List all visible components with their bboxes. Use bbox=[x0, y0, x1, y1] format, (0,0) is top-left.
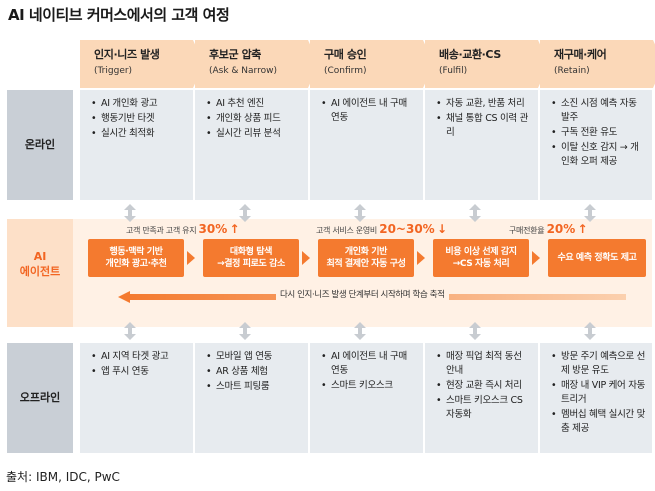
stage-title: 후보군 압축 bbox=[209, 48, 262, 61]
online-cell-confirm: AI 에이전트 내 구매 연동 bbox=[310, 90, 423, 200]
ai-step-demand-forecast: 수요 예측 정확도 제고 bbox=[548, 239, 646, 277]
online-cell-ask-narrow: AI 추천 엔진 개인화 상품 피드 실시간 리뷰 분석 bbox=[195, 90, 308, 200]
list-item: 스마트 피팅룸 bbox=[204, 380, 302, 394]
list-item: AI 개인화 광고 bbox=[89, 97, 187, 111]
list-item: 현장 교환 즉시 처리 bbox=[434, 379, 532, 393]
ai-label-line1: AI bbox=[33, 250, 47, 263]
row-label-ai-agent: AI 에이전트 bbox=[7, 219, 73, 327]
stage-subtitle: (Ask & Narrow) bbox=[209, 66, 277, 76]
stage-title: 배송·교환·CS bbox=[439, 48, 501, 61]
stage-header-trigger: 인지·니즈 발생 (Trigger) bbox=[80, 40, 204, 88]
flow-arrow-icon bbox=[187, 251, 195, 265]
list-item: AR 상품 체험 bbox=[204, 365, 302, 379]
stage-header-fulfil: 배송·교환·CS (Fulfil) bbox=[425, 40, 549, 88]
ai-step-line2: →결정 피로도 감소 bbox=[217, 259, 285, 269]
flow-arrow-icon bbox=[302, 251, 310, 265]
loop-caption: 다시 인지·니즈 발생 단계부터 시작하며 학습 축적 bbox=[276, 288, 449, 300]
metric-value: 20% bbox=[546, 222, 576, 236]
list-item: 멤버십 혜택 실시간 맞춤 제공 bbox=[549, 408, 646, 436]
list-item: 앱 푸시 연동 bbox=[89, 365, 187, 379]
ai-step-line1: 행동·맥락 기반 bbox=[109, 246, 163, 257]
offline-cell-trigger: AI 지역 타겟 광고 앱 푸시 연동 bbox=[80, 343, 193, 453]
list-item: 스마트 키오스크 bbox=[319, 379, 417, 393]
online-cell-fulfil: 자동 교환, 반품 처리 채널 통합 CS 이력 관리 bbox=[425, 90, 538, 200]
list-item: 개인화 상품 피드 bbox=[204, 112, 302, 126]
arrow-left-icon bbox=[118, 291, 130, 303]
metric-cs-cost: 고객 서비스 운영비 20~30% ↓ bbox=[316, 222, 447, 236]
row-label-online: 온라인 bbox=[7, 90, 73, 200]
metric-label: 고객 만족과 고객 유지 bbox=[126, 226, 197, 235]
metric-direction: ↓ bbox=[436, 222, 448, 236]
page-title: AI 네이티브 커머스에서의 고객 여정 bbox=[8, 6, 230, 24]
stage-header-ask-narrow: 후보군 압축 (Ask & Narrow) bbox=[195, 40, 319, 88]
list-item: 이탈 신호 감지 → 개인화 오퍼 제공 bbox=[549, 141, 646, 169]
stage-subtitle: (Confirm) bbox=[324, 66, 367, 76]
stage-header-retain: 재구매·케어 (Retain) bbox=[540, 40, 655, 88]
ai-step-line2: 개인화 광고·추천 bbox=[105, 259, 167, 269]
metric-value: 20~30% bbox=[379, 222, 435, 236]
ai-step-line1: 대화형 탐색 bbox=[229, 246, 273, 257]
list-item: 스마트 키오스크 CS 자동화 bbox=[434, 394, 532, 422]
list-item: AI 에이전트 내 구매 연동 bbox=[319, 97, 417, 125]
list-item: 매장 내 VIP 케어 자동 트리거 bbox=[549, 379, 646, 407]
list-item: 실시간 최적화 bbox=[89, 127, 187, 141]
online-cell-trigger: AI 개인화 광고 행동기반 타겟 실시간 최적화 bbox=[80, 90, 193, 200]
ai-step-line2: →CS 자동 처리 bbox=[452, 259, 510, 269]
online-cell-retain: 소진 시점 예측 자동 발주 구독 전환 유도 이탈 신호 감지 → 개인화 오… bbox=[540, 90, 652, 200]
source-note: 출처: IBM, IDC, PwC bbox=[6, 470, 120, 484]
stage-title: 재구매·케어 bbox=[554, 48, 607, 61]
stage-subtitle: (Trigger) bbox=[94, 66, 133, 76]
list-item: 방문 주기 예측으로 선제 방문 유도 bbox=[549, 350, 646, 378]
offline-cell-fulfil: 매장 픽업 최적 동선 안내 현장 교환 즉시 처리 스마트 키오스크 CS 자… bbox=[425, 343, 538, 453]
metric-conversion: 구매전환율 20% ↑ bbox=[509, 222, 588, 236]
list-item: 자동 교환, 반품 처리 bbox=[434, 97, 532, 111]
ai-step-line2: 최적 결제안 자동 구성 bbox=[326, 259, 406, 269]
stage-title: 구매 승인 bbox=[324, 48, 367, 61]
offline-cell-confirm: AI 에이전트 내 구매 연동 스마트 키오스크 bbox=[310, 343, 423, 453]
ai-step-line1: 수요 예측 정확도 제고 bbox=[557, 252, 637, 263]
flow-arrow-icon bbox=[532, 251, 540, 265]
list-item: AI 추천 엔진 bbox=[204, 97, 302, 111]
ai-label-line2: 에이전트 bbox=[19, 265, 61, 279]
list-item: 구독 전환 유도 bbox=[549, 126, 646, 140]
ai-step-line1: 개인화 기반 bbox=[344, 246, 388, 257]
list-item: 모바일 앱 연동 bbox=[204, 350, 302, 364]
flow-arrow-icon bbox=[417, 251, 425, 265]
stage-header-confirm: 구매 승인 (Confirm) bbox=[310, 40, 434, 88]
offline-cell-ask-narrow: 모바일 앱 연동 AR 상품 체험 스마트 피팅룸 bbox=[195, 343, 308, 453]
metric-direction: ↑ bbox=[577, 222, 588, 236]
metric-label: 구매전환율 bbox=[509, 226, 545, 235]
metric-label: 고객 서비스 운영비 bbox=[316, 226, 377, 235]
metric-direction: ↑ bbox=[229, 222, 240, 236]
list-item: 매장 픽업 최적 동선 안내 bbox=[434, 350, 532, 378]
ai-step-conversational-search: 대화형 탐색 →결정 피로도 감소 bbox=[203, 239, 299, 277]
row-label-offline: 오프라인 bbox=[7, 343, 73, 453]
list-item: 채널 통합 CS 이력 관리 bbox=[434, 112, 532, 140]
list-item: AI 지역 타겟 광고 bbox=[89, 350, 187, 364]
metric-value: 30% bbox=[198, 222, 228, 236]
offline-cell-retain: 방문 주기 예측으로 선제 방문 유도 매장 내 VIP 케어 자동 트리거 멤… bbox=[540, 343, 652, 453]
stage-subtitle: (Retain) bbox=[554, 66, 590, 76]
ai-step-line1: 비용 이상 선제 감지 bbox=[445, 246, 517, 257]
list-item: 소진 시점 예측 자동 발주 bbox=[549, 97, 646, 125]
stage-title: 인지·니즈 발생 bbox=[94, 48, 160, 61]
stage-subtitle: (Fulfil) bbox=[439, 66, 468, 76]
list-item: 실시간 리뷰 분석 bbox=[204, 127, 302, 141]
list-item: 행동기반 타겟 bbox=[89, 112, 187, 126]
ai-step-cs-automation: 비용 이상 선제 감지 →CS 자동 처리 bbox=[433, 239, 529, 277]
list-item: AI 에이전트 내 구매 연동 bbox=[319, 350, 417, 378]
metric-retention: 고객 만족과 고객 유지 30% ↑ bbox=[126, 222, 240, 236]
chevron-arrow bbox=[653, 40, 655, 88]
